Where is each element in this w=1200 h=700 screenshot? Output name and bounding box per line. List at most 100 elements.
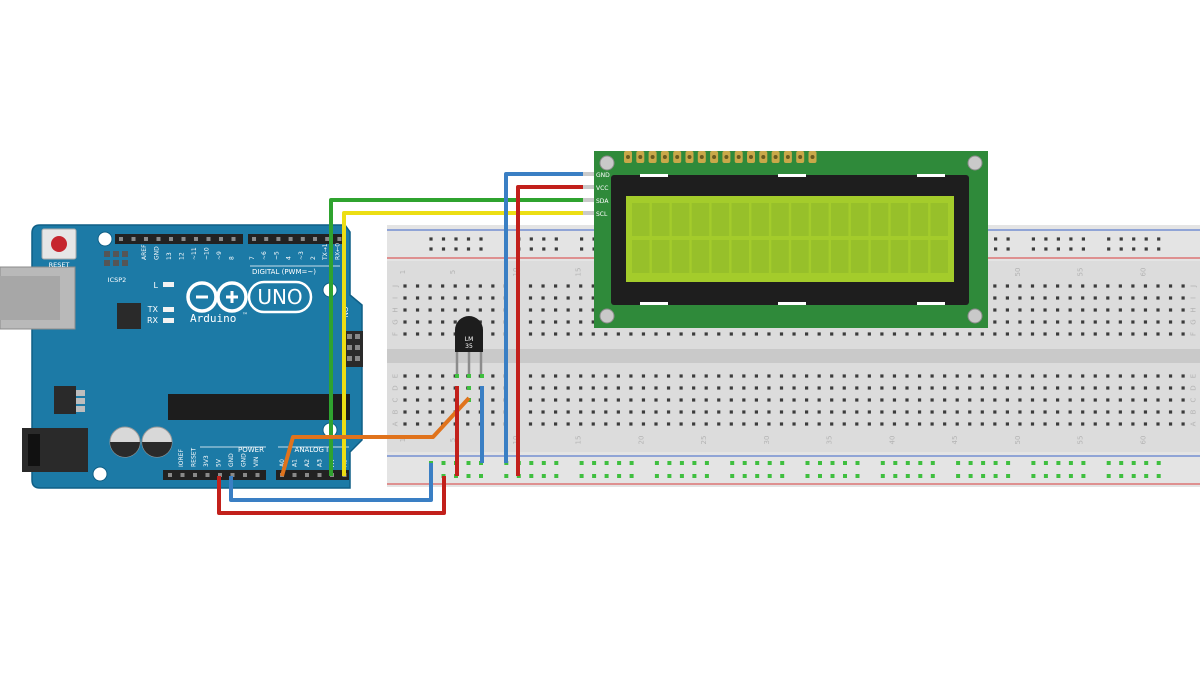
breadboard-hole xyxy=(654,374,658,378)
breadboard-hole xyxy=(679,398,683,402)
header-pin xyxy=(205,473,210,477)
breadboard-hole xyxy=(428,320,432,324)
breadboard-hole xyxy=(554,284,558,288)
icsp-pin xyxy=(347,356,352,361)
breadboard-hole xyxy=(704,386,708,390)
breadboard-hole xyxy=(842,374,846,378)
breadboard-hole xyxy=(616,422,620,426)
breadboard-hole xyxy=(428,422,432,426)
lcd-top-pin-hole xyxy=(761,155,766,159)
rail-hole xyxy=(1081,237,1085,241)
wire-sensor-out[interactable] xyxy=(280,396,471,477)
connected-hole xyxy=(805,474,810,478)
breadboard-hole xyxy=(1043,422,1047,426)
breadboard-hole xyxy=(541,296,545,300)
reset-button-cap[interactable] xyxy=(51,236,67,252)
wire-lcd-gnd[interactable] xyxy=(504,172,583,463)
rail-hole xyxy=(1132,237,1136,241)
breadboard-hole xyxy=(441,374,445,378)
lcd-character-cell xyxy=(632,203,650,236)
breadboard-hole xyxy=(1181,320,1185,324)
rail-hole xyxy=(1157,237,1161,241)
rail-hole xyxy=(580,237,584,241)
breadboard-hole xyxy=(541,284,545,288)
usb-chip xyxy=(117,303,141,329)
breadboard-hole xyxy=(1093,410,1097,414)
breadboard-hole xyxy=(554,374,558,378)
breadboard-hole xyxy=(1156,398,1160,402)
lcd-character-cell xyxy=(771,203,789,236)
rail-hole xyxy=(1069,237,1073,241)
breadboard-hole xyxy=(1081,386,1085,390)
wire-lcd-vcc[interactable] xyxy=(516,185,583,476)
digital-pin-label: RX←0 xyxy=(334,243,341,260)
breadboard-hole xyxy=(1118,284,1122,288)
breadboard-hole xyxy=(453,308,457,312)
breadboard-hole xyxy=(491,410,495,414)
connected-hole xyxy=(830,474,835,478)
breadboard-hole xyxy=(566,320,570,324)
power-pin-label: RESET xyxy=(191,447,198,467)
breadboard-hole xyxy=(566,296,570,300)
lcd-pin-label: GND xyxy=(596,172,610,179)
breadboard-hole xyxy=(1156,386,1160,390)
breadboard-hole xyxy=(679,374,683,378)
breadboard-hole xyxy=(1068,284,1072,288)
breadboard-hole xyxy=(905,332,909,336)
breadboard-hole xyxy=(491,374,495,378)
connected-hole xyxy=(930,474,935,478)
breadboard-hole xyxy=(441,320,445,324)
uno-model-label: UNO xyxy=(257,285,302,309)
breadboard-hole xyxy=(754,386,758,390)
breadboard-hole xyxy=(1118,296,1122,300)
connected-hole xyxy=(467,386,471,390)
lcd-character-cell xyxy=(711,240,730,273)
breadboard-hole xyxy=(1056,320,1060,324)
connected-hole xyxy=(830,461,835,465)
breadboard-hole xyxy=(579,332,583,336)
header-pin xyxy=(292,473,297,477)
breadboard-hole xyxy=(403,410,407,414)
breadboard-hole xyxy=(1056,410,1060,414)
breadboard-hole xyxy=(1181,386,1185,390)
breadboard-hole xyxy=(1168,320,1173,324)
breadboard-hole xyxy=(830,332,834,336)
wires xyxy=(217,172,583,515)
sensor-label-line2: 35 xyxy=(465,343,473,350)
breadboard-hole xyxy=(541,410,545,414)
breadboard-hole xyxy=(579,284,583,288)
breadboard-hole xyxy=(1118,386,1122,390)
breadboard-hole xyxy=(554,422,558,426)
header-pin xyxy=(288,237,293,241)
lcd-character-cell xyxy=(930,203,948,236)
digital-header-left xyxy=(115,234,243,244)
wire-sda[interactable] xyxy=(329,198,583,476)
breadboard-hole xyxy=(453,284,457,288)
header-pin xyxy=(180,473,185,477)
rail-hole xyxy=(1044,247,1048,251)
row-letter: H xyxy=(392,307,400,312)
lcd-mount-hole xyxy=(967,308,983,324)
breadboard-hole xyxy=(1068,308,1072,312)
lcd-character-cell xyxy=(791,240,809,273)
wire-arduino-gnd[interactable] xyxy=(229,463,433,502)
connected-hole xyxy=(455,374,459,378)
breadboard-hole xyxy=(1168,398,1173,402)
lcd-pin-label: SDA xyxy=(596,198,609,205)
connected-hole xyxy=(441,461,446,465)
breadboard-hole xyxy=(666,332,671,336)
lcd-character-cell xyxy=(831,240,849,273)
column-number: 5 xyxy=(449,438,457,442)
breadboard-hole xyxy=(767,374,771,378)
digital-header-label: DIGITAL (PWM=~) xyxy=(252,268,316,276)
breadboard-hole xyxy=(629,374,633,378)
icsp-pin xyxy=(355,345,360,350)
breadboard-hole xyxy=(704,332,708,336)
lcd-pin-sda xyxy=(580,198,594,202)
breadboard-hole xyxy=(717,386,721,390)
connected-hole xyxy=(1144,461,1149,465)
breadboard-hole xyxy=(1018,284,1022,288)
breadboard-hole xyxy=(1168,332,1173,336)
wire-arduino-5v[interactable] xyxy=(217,476,446,515)
wire-scl[interactable] xyxy=(342,211,583,476)
